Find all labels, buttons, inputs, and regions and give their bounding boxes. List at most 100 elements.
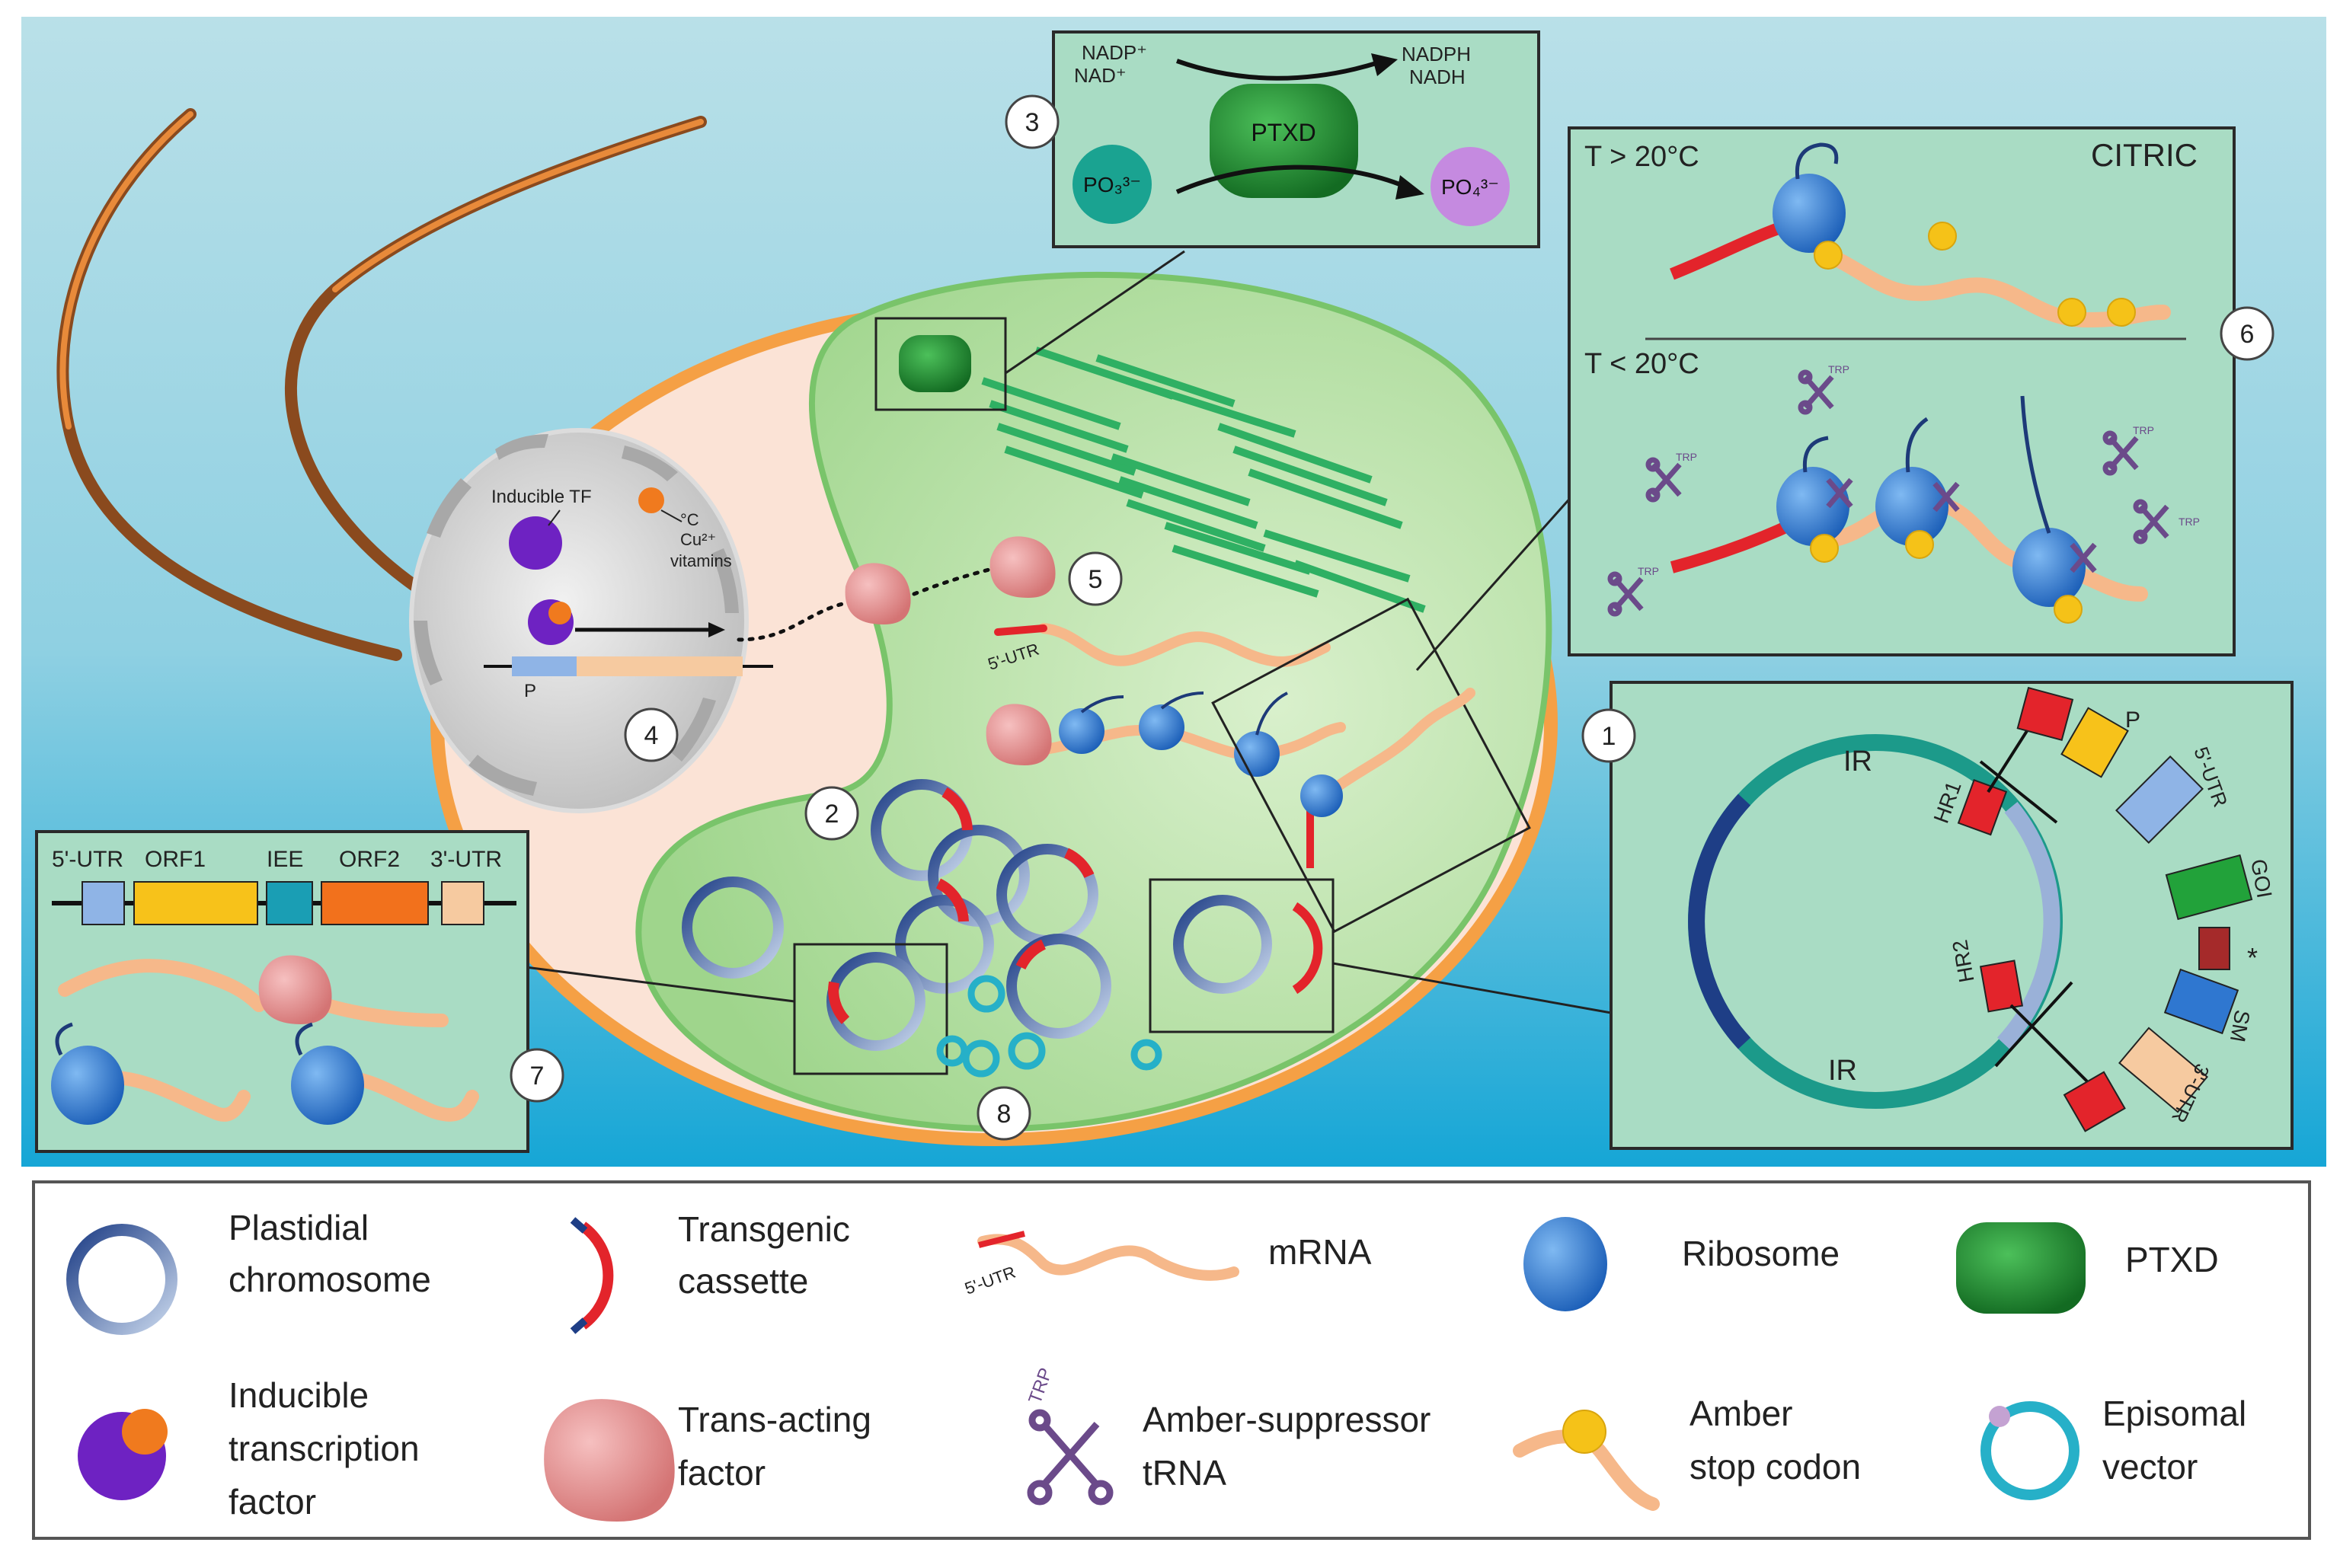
- phosphite-label: PO₃³⁻: [1083, 173, 1141, 196]
- legend-cassette-icon: [570, 1217, 614, 1334]
- badge-6: 6: [2220, 306, 2274, 361]
- chromosome-callout-1-ring: [1173, 895, 1272, 994]
- nadh-label: NADH: [1409, 65, 1466, 88]
- flagellum-1-highlight: [59, 111, 193, 430]
- thylakoid-stack: [981, 346, 1426, 613]
- legend-trna-icon: [1027, 1409, 1114, 1506]
- legend-trna-line2: tRNA: [1143, 1453, 1226, 1493]
- translation-callout-mrna: [1305, 688, 1475, 813]
- svg-text:2: 2: [825, 800, 839, 829]
- p7-utr5-box: [82, 881, 125, 925]
- ir-bottom-label: IR: [1828, 1055, 1857, 1087]
- ir-top-label: IR: [1843, 746, 1872, 778]
- promoter-label: P: [524, 681, 536, 701]
- legend-plastidial-line2: chromosome: [229, 1260, 431, 1299]
- legend-tf-line2: transcription: [229, 1429, 420, 1468]
- amber-codons-low: [1810, 530, 2083, 624]
- badge-7: 7: [510, 1048, 564, 1103]
- p7-iee-box: [266, 881, 313, 925]
- legend-episomal-line2: vector: [2102, 1447, 2198, 1487]
- inducer-orange: [638, 487, 664, 513]
- p7-orf2-label: ORF2: [339, 847, 400, 872]
- transgenic-segments: [828, 787, 1095, 1024]
- ptxd-callout-box: [874, 317, 1007, 411]
- legend-amber-icon: [1513, 1410, 1660, 1511]
- p7-orf1-label: ORF1: [145, 847, 206, 872]
- badge-8: 8: [977, 1086, 1031, 1141]
- p7-utr3-label: 3'-UTR: [430, 847, 502, 872]
- nadph-label: NADPH: [1402, 43, 1471, 65]
- phosphate-circle: [1431, 147, 1510, 226]
- tf-label-line: [548, 509, 561, 526]
- citric-title: CITRIC: [2091, 137, 2198, 173]
- legend-episomal-icon: [1980, 1401, 2079, 1500]
- cassette-star-label: *: [2247, 942, 2258, 973]
- ptxd-label: PTXD: [1251, 119, 1315, 146]
- phosphite-circle: [1072, 145, 1152, 224]
- legend-tf-line1: Inducible: [229, 1375, 369, 1415]
- legend-mrna-label: mRNA: [1268, 1232, 1372, 1272]
- inducer-temp: °C: [680, 510, 699, 529]
- badge-5: 5: [1068, 551, 1123, 606]
- bound-tf-orange: [548, 602, 571, 624]
- legend-trans-line2: factor: [678, 1453, 766, 1493]
- nad-label: NAD⁺: [1074, 64, 1127, 87]
- nadp-label: NADP⁺: [1082, 41, 1147, 64]
- svg-text:TRP: TRP: [1676, 451, 1697, 463]
- svg-text:5: 5: [1088, 565, 1103, 594]
- p7-iee-label: IEE: [267, 847, 303, 872]
- inducer-copper: Cu²⁺: [680, 530, 716, 549]
- p7-utr5-label: 5'-UTR: [52, 847, 123, 872]
- chromosome-callout-1-cassette: [1292, 902, 1323, 995]
- svg-text:4: 4: [644, 721, 659, 750]
- gene-box: [577, 656, 743, 676]
- legend-ribosome-icon: [1523, 1217, 1607, 1311]
- p7-orf2-box: [321, 881, 429, 925]
- legend-cassette-line2: cassette: [678, 1261, 808, 1301]
- temp-high-label: T > 20°C: [1584, 141, 1699, 173]
- legend-plastidial-icon: [66, 1224, 177, 1335]
- cofactor-arrowhead: [1371, 53, 1398, 76]
- svg-text:TRP: TRP: [1638, 565, 1659, 577]
- chromosome-callout-1: [1149, 878, 1335, 1033]
- svg-text:6: 6: [2240, 320, 2255, 349]
- amber-codons-high: [1814, 222, 2136, 327]
- inducer-vitamins: vitamins: [670, 551, 732, 570]
- phosphate-label: PO₄³⁻: [1441, 175, 1499, 199]
- cassette-p-label: P: [2125, 707, 2140, 733]
- cassette-sm-label: SM: [2226, 1008, 2255, 1044]
- inducer-line: [660, 509, 682, 522]
- ptxd-enzyme-small: [899, 335, 971, 392]
- trans-factor-2: [989, 536, 1056, 598]
- chromosome-big-dark: [1688, 794, 1751, 1049]
- p7-mrna-1: [58, 959, 266, 1012]
- legend-mrna-icon: [977, 1231, 1239, 1281]
- utr-5: [994, 624, 1047, 636]
- promoter-box: [512, 656, 577, 676]
- transport-dots: [737, 561, 1015, 642]
- legend-trans-line1: Trans-acting: [678, 1400, 871, 1439]
- cofactor-arrow: [1176, 59, 1379, 81]
- svg-text:7: 7: [530, 1062, 545, 1091]
- legend-ptxd-icon: [1956, 1222, 2086, 1314]
- badge-2: 2: [804, 786, 859, 841]
- chromosome-callout-7: [793, 943, 948, 1075]
- svg-text:8: 8: [997, 1100, 1012, 1129]
- translation-callout-ribosome: [1300, 774, 1343, 817]
- ribosomes-translating: [1059, 691, 1288, 777]
- tf-label: Inducible TF: [491, 487, 592, 507]
- badge-4: 4: [624, 707, 679, 762]
- legend-tf-line3: factor: [229, 1482, 316, 1522]
- chromosome-big-light: [1996, 802, 2060, 1049]
- legend-trans-factor-icon: [544, 1399, 675, 1522]
- callout-line-3: [1005, 250, 1185, 375]
- mrna-5: [1038, 623, 1331, 667]
- legend-ribosome-label: Ribosome: [1682, 1234, 1840, 1273]
- episomal-vectors: [936, 975, 1162, 1078]
- hr1-box: [1957, 779, 2008, 836]
- ribosome-high-temp: [1773, 142, 1846, 253]
- transcription-arrowhead: [708, 622, 725, 637]
- callout-line-6: [1415, 494, 1574, 671]
- p7-ribosomes: [51, 1022, 364, 1125]
- legend-amber-line2: stop codon: [1689, 1447, 1861, 1487]
